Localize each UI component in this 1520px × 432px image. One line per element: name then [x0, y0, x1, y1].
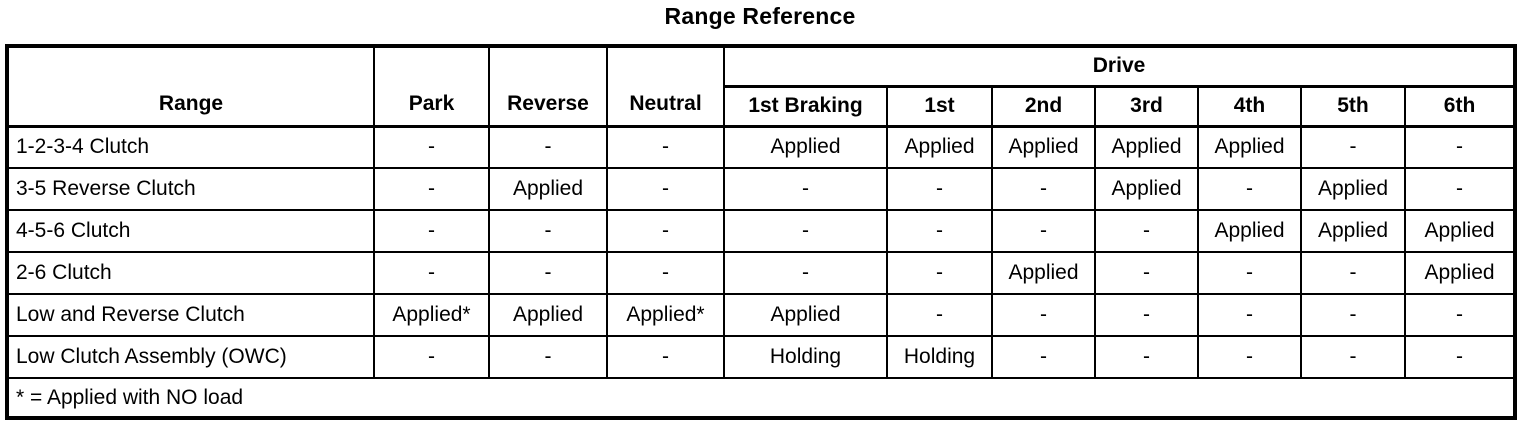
table-cell: -: [723, 251, 888, 295]
table-cell: Applied: [1094, 125, 1199, 169]
row-label: 4-5-6 Clutch: [6, 209, 375, 253]
header-3rd: 3rd: [1094, 85, 1199, 128]
table-cell: -: [606, 125, 725, 169]
table-cell: -: [488, 209, 608, 253]
table-cell: -: [1197, 251, 1302, 295]
table-cell: -: [886, 293, 993, 337]
table-cell: -: [991, 209, 1096, 253]
table-cell: -: [606, 167, 725, 211]
header-park: Park: [373, 45, 490, 128]
table-cell: -: [1403, 167, 1517, 211]
table-cell: -: [991, 167, 1096, 211]
table-cell: -: [373, 125, 490, 169]
table-cell: -: [488, 125, 608, 169]
table-cell: Applied: [1403, 209, 1517, 253]
table-cell: -: [1403, 335, 1517, 379]
table-cell: -: [991, 335, 1096, 379]
table-cell: -: [886, 251, 993, 295]
table-cell: -: [1094, 293, 1199, 337]
table-cell: -: [1094, 251, 1199, 295]
table-cell: -: [373, 209, 490, 253]
table-row: 3-5 Reverse Clutch - Applied - - - - App…: [6, 167, 1517, 211]
table-cell: -: [1197, 293, 1302, 337]
table-cell: -: [1197, 167, 1302, 211]
table-cell: Applied: [1197, 209, 1302, 253]
table-cell: -: [606, 251, 725, 295]
table-cell: -: [1300, 293, 1406, 337]
header-reverse: Reverse: [488, 45, 608, 128]
table-cell: Applied: [1197, 125, 1302, 169]
table-cell: Applied: [991, 251, 1096, 295]
table-cell: -: [1300, 251, 1406, 295]
header-1st-braking: 1st Braking: [723, 85, 888, 128]
header-drive-spanner: Drive: [722, 45, 1517, 88]
table-cell: -: [606, 209, 725, 253]
table-row: 1-2-3-4 Clutch - - - Applied Applied App…: [6, 125, 1517, 169]
table-cell: -: [1300, 125, 1406, 169]
table-cell: Holding: [886, 335, 993, 379]
header-5th: 5th: [1300, 85, 1406, 128]
range-reference-table: Range Park Reverse Neutral Drive 1st Bra…: [5, 44, 1518, 420]
table-cell: Applied: [1300, 167, 1406, 211]
row-label: 2-6 Clutch: [6, 251, 375, 295]
table-cell: -: [1300, 335, 1406, 379]
table-cell: Applied: [723, 293, 888, 337]
row-label: 3-5 Reverse Clutch: [6, 167, 375, 211]
header-6th: 6th: [1403, 85, 1517, 128]
table-row: Low Clutch Assembly (OWC) - - - Holding …: [6, 335, 1517, 379]
table-cell: Applied: [1094, 167, 1199, 211]
table-cell: -: [373, 251, 490, 295]
table-row: Low and Reverse Clutch Applied* Applied …: [6, 293, 1517, 337]
table-cell: Applied: [488, 167, 608, 211]
table-cell: -: [1403, 125, 1517, 169]
table-cell: -: [373, 335, 490, 379]
table-cell: -: [1197, 335, 1302, 379]
table-cell: -: [1403, 293, 1517, 337]
table-cell: Applied: [991, 125, 1096, 169]
row-label: Low Clutch Assembly (OWC): [6, 335, 375, 379]
table-cell: -: [606, 335, 725, 379]
table-cell: Holding: [723, 335, 888, 379]
header-1st: 1st: [886, 85, 993, 128]
header-4th: 4th: [1197, 85, 1302, 128]
header-neutral: Neutral: [606, 45, 725, 128]
table-cell: Applied: [488, 293, 608, 337]
header-2nd: 2nd: [991, 85, 1096, 128]
table-cell: Applied: [723, 125, 888, 169]
footnote: * = Applied with NO load: [5, 377, 1517, 419]
table-cell: -: [886, 167, 993, 211]
header-row-gears: 1st Braking 1st 2nd 3rd 4th 5th 6th: [7, 85, 1517, 128]
footnote-row: * = Applied with NO load: [5, 377, 1517, 419]
table-cell: Applied*: [606, 293, 725, 337]
table-cell: -: [1094, 209, 1199, 253]
page-title: Range Reference: [664, 3, 856, 29]
table-cell: -: [723, 167, 888, 211]
table-cell: Applied: [1403, 251, 1517, 295]
table-row: 4-5-6 Clutch - - - - - - - Applied Appli…: [6, 209, 1517, 253]
table-cell: Applied: [1300, 209, 1406, 253]
table-cell: -: [991, 293, 1096, 337]
row-label: 1-2-3-4 Clutch: [6, 125, 375, 169]
header-range: Range: [6, 45, 375, 128]
row-label: Low and Reverse Clutch: [6, 293, 375, 337]
table-cell: Applied: [886, 125, 993, 169]
table-cell: -: [886, 209, 993, 253]
table-cell: Applied*: [373, 293, 490, 337]
table-cell: -: [488, 335, 608, 379]
table-cell: -: [1094, 335, 1199, 379]
table-cell: -: [723, 209, 888, 253]
header-row-drive: Range Park Reverse Neutral Drive: [6, 45, 1517, 128]
table-row: 2-6 Clutch - - - - - Applied - - - Appli…: [6, 251, 1517, 295]
table-cell: -: [373, 167, 490, 211]
table-cell: -: [488, 251, 608, 295]
